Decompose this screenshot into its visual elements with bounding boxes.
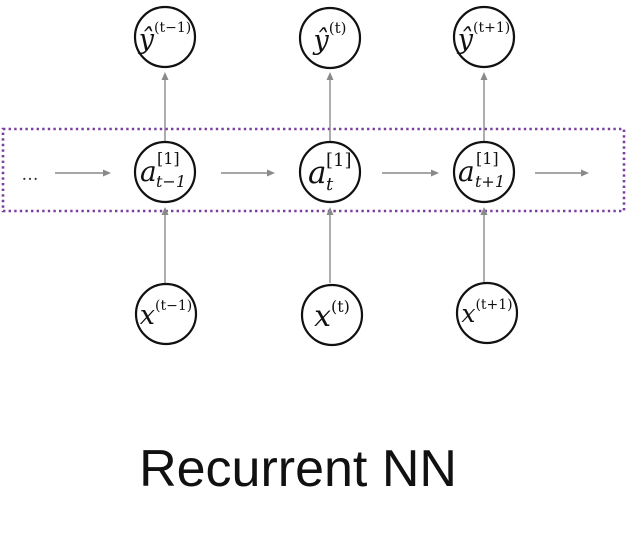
output-superscript: (t) bbox=[329, 19, 347, 37]
input-node-label: x(t−1) bbox=[140, 298, 192, 331]
hidden-node-t-minus-1: a [1] t−1 bbox=[133, 140, 197, 204]
input-node-label: x(t) bbox=[314, 297, 350, 334]
arrowhead-hidden-1-to-output-1 bbox=[161, 72, 169, 80]
input-superscript: (t−1) bbox=[155, 298, 192, 314]
arrowhead-into-first-hidden bbox=[103, 169, 111, 177]
hidden-node-circle bbox=[298, 140, 362, 204]
input-node-circle bbox=[300, 283, 364, 347]
input-superscript: (t) bbox=[331, 297, 350, 316]
output-node-circle bbox=[452, 5, 516, 69]
hidden-node-subscript: t+1 bbox=[475, 172, 505, 191]
output-superscript: (t−1) bbox=[154, 20, 191, 36]
hidden-layer-box bbox=[1, 127, 626, 213]
input-symbol: x bbox=[314, 299, 331, 334]
hidden-node-base: a bbox=[140, 155, 157, 188]
output-node-circle bbox=[133, 5, 197, 69]
input-node-label: x(t+1) bbox=[461, 297, 512, 328]
output-symbol: ŷ bbox=[313, 25, 330, 56]
input-node-circle bbox=[455, 281, 519, 345]
input-node-circle bbox=[134, 282, 198, 346]
diagram-caption: Recurrent NN bbox=[139, 440, 457, 498]
arrowhead-input-1-to-hidden-1 bbox=[161, 207, 169, 215]
arrowhead-out-of-last-hidden bbox=[581, 169, 589, 177]
output-symbol: ŷ bbox=[138, 24, 155, 55]
hidden-node-base: a bbox=[308, 155, 326, 191]
hidden-node-base: a bbox=[458, 155, 475, 188]
hidden-node-t: a [1] t bbox=[298, 140, 362, 204]
hidden-node-superscript: [1] bbox=[157, 149, 180, 168]
ellipsis: … bbox=[22, 165, 39, 185]
output-node-t-minus-1: ŷ(t−1) bbox=[133, 5, 197, 69]
arrowhead-hidden-1-to-2 bbox=[267, 169, 275, 177]
output-superscript: (t+1) bbox=[473, 20, 510, 36]
hidden-node-circle bbox=[133, 140, 197, 204]
arrowhead-hidden-2-to-3 bbox=[431, 169, 439, 177]
arrowhead-hidden-3-to-output-3 bbox=[480, 72, 488, 80]
output-node-circle bbox=[298, 6, 362, 70]
input-node-t-plus-1: x(t+1) bbox=[455, 281, 519, 345]
output-symbol: ŷ bbox=[457, 24, 474, 55]
output-node-label: ŷ(t) bbox=[313, 19, 347, 56]
hidden-node-subscript: t−1 bbox=[156, 172, 186, 191]
input-superscript: (t+1) bbox=[475, 297, 512, 313]
output-node-t: ŷ(t) bbox=[298, 6, 362, 70]
hidden-node-superscript: [1] bbox=[326, 150, 352, 171]
arrowhead-input-2-to-hidden-2 bbox=[326, 207, 334, 215]
hidden-node-circle bbox=[452, 140, 516, 204]
input-node-t: x(t) bbox=[300, 283, 364, 347]
arrowhead-input-3-to-hidden-3 bbox=[480, 207, 488, 215]
output-node-label: ŷ(t+1) bbox=[457, 20, 510, 55]
input-node-t-minus-1: x(t−1) bbox=[134, 282, 198, 346]
hidden-node-t-plus-1: a [1] t+1 bbox=[452, 140, 516, 204]
hidden-node-subscript: t bbox=[326, 174, 334, 195]
output-node-t-plus-1: ŷ(t+1) bbox=[452, 5, 516, 69]
input-symbol: x bbox=[461, 299, 475, 328]
hidden-node-superscript: [1] bbox=[476, 149, 499, 168]
output-node-label: ŷ(t−1) bbox=[138, 20, 191, 55]
input-symbol: x bbox=[140, 300, 155, 331]
arrowhead-hidden-2-to-output-2 bbox=[326, 72, 334, 80]
